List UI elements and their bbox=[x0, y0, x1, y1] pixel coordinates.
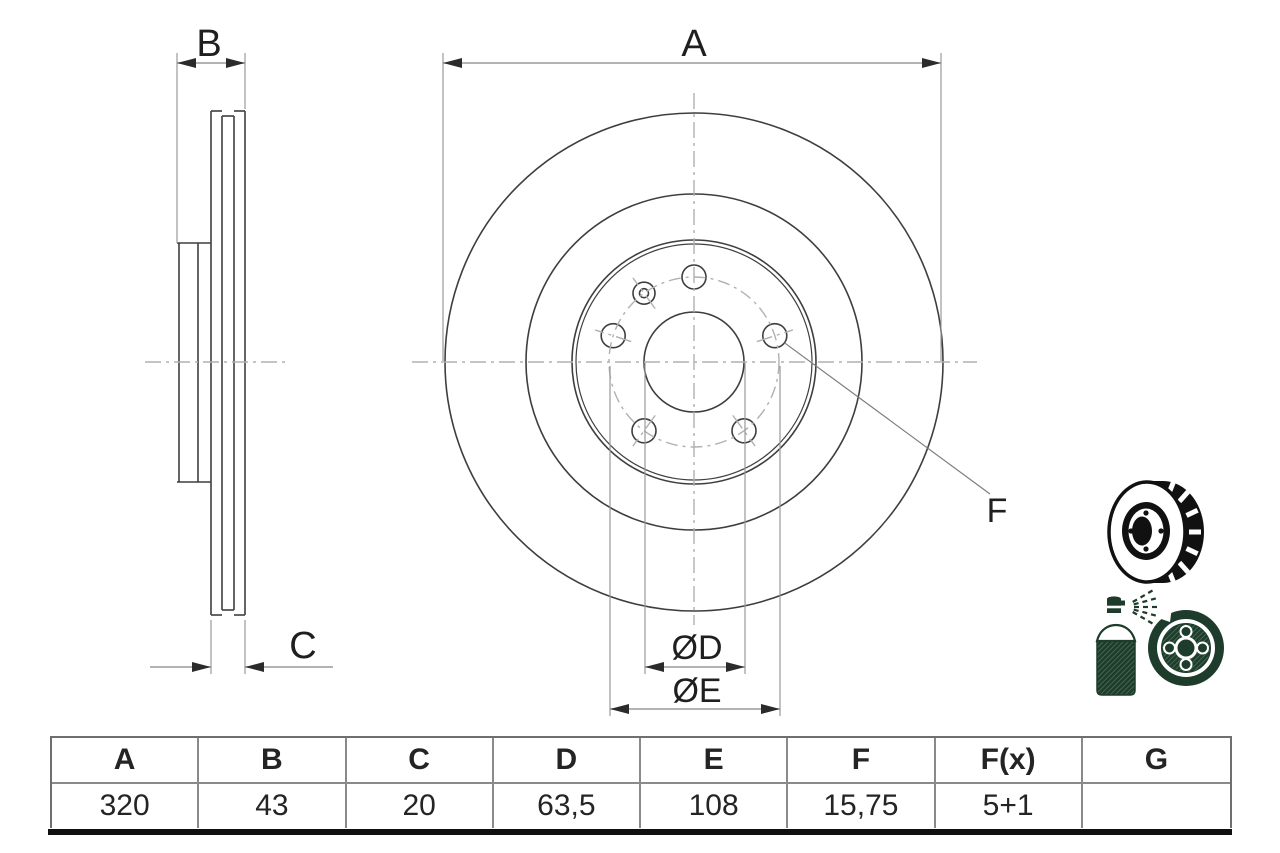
label-e: ØE bbox=[672, 672, 721, 710]
value-cell-d: 63,5 bbox=[493, 784, 641, 828]
header-cell-b: B bbox=[199, 738, 347, 784]
locating-hole bbox=[632, 281, 656, 306]
leader-f: F bbox=[784, 342, 1008, 530]
header-cell-f: F bbox=[788, 738, 936, 784]
spray-mist bbox=[1132, 589, 1157, 625]
bolt-hole bbox=[600, 322, 627, 349]
table-bottom-rule bbox=[48, 829, 1232, 835]
side-view bbox=[177, 110, 246, 616]
value-cell-fx: 5+1 bbox=[935, 784, 1083, 828]
header-cell-e: E bbox=[641, 738, 789, 784]
value-cell-f: 15,75 bbox=[788, 784, 936, 828]
header-cell-fx: F(x) bbox=[935, 738, 1083, 784]
technical-drawing: B C bbox=[145, 23, 1224, 716]
value-cell-e: 108 bbox=[641, 784, 789, 828]
value-cell-a: 320 bbox=[52, 784, 200, 828]
value-cell-g bbox=[1082, 784, 1230, 828]
header-cell-a: A bbox=[52, 738, 200, 784]
dimension-d: ØD bbox=[644, 363, 746, 674]
dimension-a: A bbox=[442, 23, 942, 361]
header-cell-g: G bbox=[1082, 738, 1230, 784]
spec-table: A B C D E F F(x) G 320 43 20 63,5 108 15… bbox=[50, 736, 1232, 828]
bolt-circle bbox=[608, 276, 780, 448]
vented-brake-disc-icon bbox=[1107, 478, 1204, 586]
label-a: A bbox=[681, 23, 707, 65]
label-c: C bbox=[289, 625, 316, 667]
dimension-b: B bbox=[176, 23, 246, 243]
bolt-hole bbox=[761, 322, 788, 349]
dimension-c: C bbox=[150, 620, 333, 674]
header-cell-d: D bbox=[493, 738, 641, 784]
spray-can bbox=[1095, 596, 1137, 696]
value-cell-c: 20 bbox=[346, 784, 494, 828]
label-d: ØD bbox=[672, 629, 723, 667]
locating-hole-inner bbox=[638, 287, 650, 299]
dimension-e: ØE bbox=[609, 366, 781, 716]
bolt-hole bbox=[731, 417, 757, 444]
bolt-hole bbox=[631, 417, 657, 444]
label-b: B bbox=[196, 23, 221, 65]
spray-coated-disc-icon bbox=[1095, 584, 1224, 696]
front-view-centerlines bbox=[412, 93, 977, 625]
label-f: F bbox=[987, 492, 1008, 530]
value-cell-b: 43 bbox=[199, 784, 347, 828]
header-cell-c: C bbox=[346, 738, 494, 784]
